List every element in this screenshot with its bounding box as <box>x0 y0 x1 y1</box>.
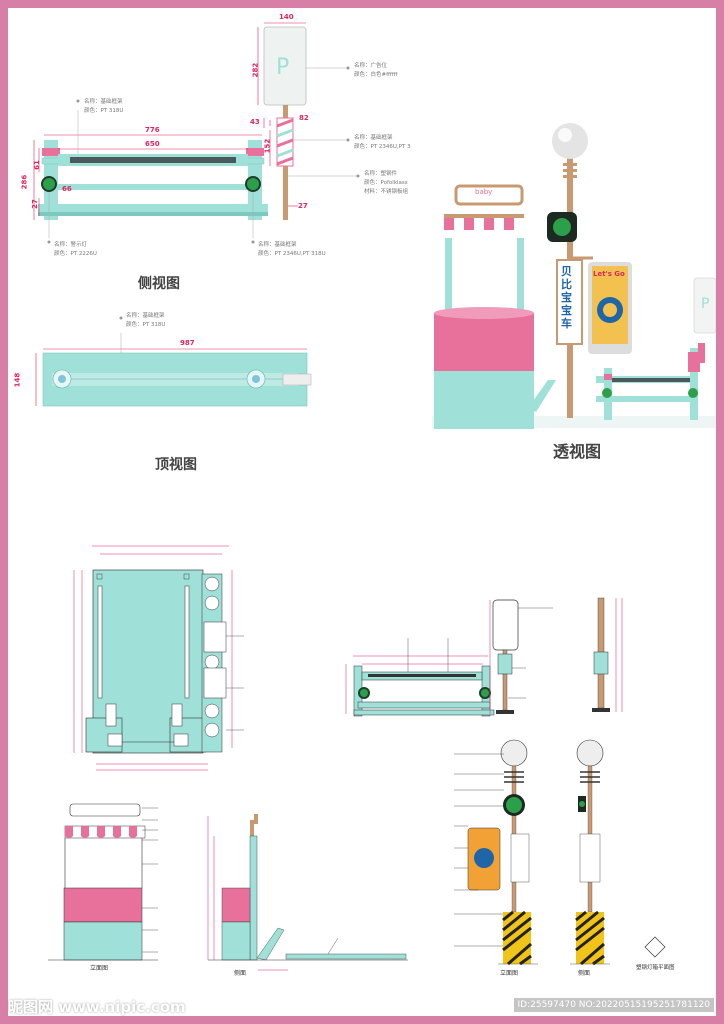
dim-27-left: 27 <box>30 199 39 209</box>
label-top-frame-color: 颜色：PT 318U <box>84 108 124 114</box>
dim-140: 140 <box>279 13 294 21</box>
label-top-frame: 名称：基础框架 颜色：PT 318U <box>84 98 123 116</box>
svg-text:P: P <box>276 55 289 80</box>
label-base-color: 颜色：PT 2346U,PT 318U <box>258 251 326 257</box>
dim-282: 282 <box>251 62 260 78</box>
label-top-view-frame-name: 名称：基础框架 <box>126 313 165 319</box>
dim-286: 286 <box>20 174 29 190</box>
cad-plan-drawing <box>73 545 244 771</box>
label-pole-material: 材料：不锈钢板组 <box>364 189 409 195</box>
booth-front-caption: 立面图 <box>90 965 109 972</box>
dim-66: 66 <box>62 185 72 193</box>
light-side-caption: 侧面 <box>578 970 591 977</box>
label-top-view-frame-color: 颜色：PT 318U <box>126 322 166 328</box>
cad-sign-pole-side <box>592 597 623 712</box>
label-top-view-frame: 名称：基础框架 颜色：PT 318U <box>126 312 165 330</box>
cad-fence-elevation <box>345 638 495 717</box>
cad-light-plan <box>644 936 666 958</box>
label-light: 名称：警示灯 颜色：PT 2226U <box>54 241 97 259</box>
label-sign-color: 颜色：白色#ffffff <box>354 72 398 78</box>
label-light-name: 名称：警示灯 <box>54 242 88 248</box>
light-plan-caption: 塑钢灯箱平面图 <box>636 965 675 971</box>
dim-152: 152 <box>263 138 272 154</box>
label-pole: 名称：塑钢件 颜色：Pofolklass 材料：不锈钢板组 <box>364 170 408 197</box>
dim-27-right: 27 <box>298 202 308 210</box>
side-view-title: 侧视图 <box>138 276 180 292</box>
label-top-frame-name: 名称：基础框架 <box>84 99 123 105</box>
dim-650: 650 <box>145 140 160 148</box>
cad-booth-front <box>48 803 158 961</box>
side-view-drawing: P <box>33 22 360 244</box>
label-stripe-name: 名称：基础框架 <box>354 135 393 141</box>
watermark-left: 昵图网 www.nipic.com <box>8 998 186 1016</box>
watermark-right: ID:25597470 NO:20220515195251781120 <box>513 998 714 1012</box>
label-pole-color: 颜色：Pofolklass <box>364 180 408 186</box>
label-light-color: 颜色：PT 2226U <box>54 251 97 257</box>
top-view-drawing <box>35 316 312 407</box>
dim-776: 776 <box>145 126 160 134</box>
perspective-title: 透视图 <box>553 442 602 461</box>
light-front-caption: 立面图 <box>500 970 519 977</box>
cad-booth-side <box>207 814 408 971</box>
label-sign: 名称：广告位 颜色：白色#ffffff <box>354 62 397 80</box>
dim-987: 987 <box>180 339 195 347</box>
label-pole-name: 名称：塑钢件 <box>364 171 398 177</box>
label-base: 名称：基础框架 颜色：PT 2346U,PT 318U <box>258 241 326 259</box>
label-sign-name: 名称：广告位 <box>354 63 388 69</box>
dim-82: 82 <box>299 114 309 122</box>
cad-light-front <box>454 739 538 966</box>
dim-61: 61 <box>32 160 41 170</box>
booth-sign-text: baby <box>475 188 493 196</box>
poster-title: Let's Go <box>593 270 625 278</box>
dim-43: 43 <box>250 118 260 126</box>
cad-sign-pole <box>489 599 553 714</box>
cad-light-side <box>570 739 610 966</box>
booth-side-caption: 侧面 <box>234 970 247 977</box>
top-view-title: 顶视图 <box>155 457 197 473</box>
vertical-sign-text: 贝比宝宝车 <box>561 265 572 330</box>
label-base-name: 名称：基础框架 <box>258 242 297 248</box>
label-stripe: 名称：基础框架 颜色：PT 2346U,PT 3 <box>354 134 411 152</box>
drawing-canvas: P <box>33 22 716 971</box>
drawing-sheet: P <box>8 8 716 1016</box>
perspective-view-drawing: P <box>432 123 716 429</box>
label-stripe-color: 颜色：PT 2346U,PT 3 <box>354 144 411 150</box>
dim-148: 148 <box>13 372 22 388</box>
svg-text:P: P <box>701 296 709 312</box>
